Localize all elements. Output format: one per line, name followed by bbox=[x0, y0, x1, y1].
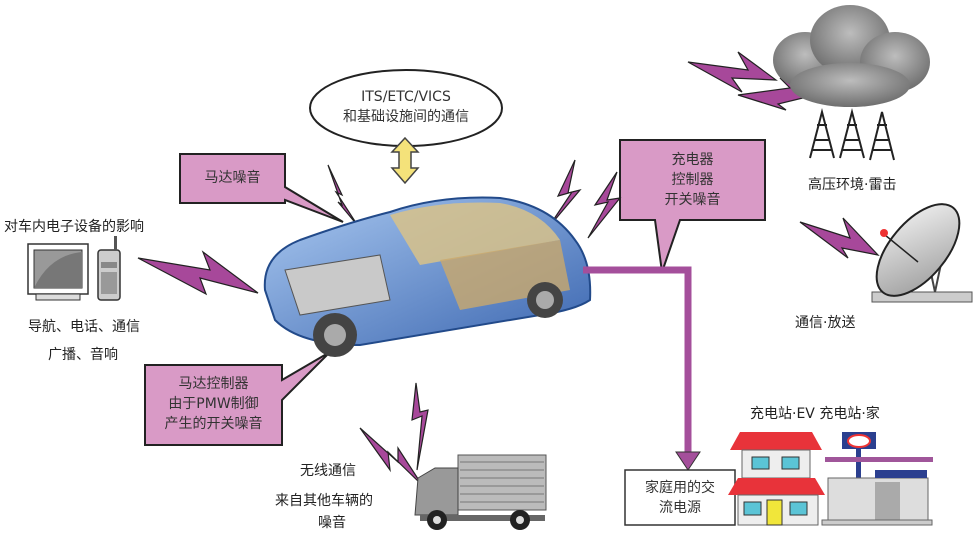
charger-line3: 开关噪音 bbox=[664, 192, 721, 208]
lightning-icon bbox=[687, 51, 778, 93]
motor-controller-label: 马达控制器 由于PMW制御 产生的开关噪音 bbox=[145, 374, 282, 434]
double-arrow-icon bbox=[390, 136, 420, 185]
lightning-icon bbox=[137, 250, 259, 296]
other-vehicles-line2: 噪音 bbox=[318, 515, 346, 531]
satellite-dish-icon bbox=[871, 203, 973, 303]
in-car-devices-title: 对车内电子设备的影响 bbox=[4, 219, 144, 235]
in-car-devices-line1: 导航、电话、通信 bbox=[28, 319, 140, 335]
charging-station-icon bbox=[821, 432, 933, 526]
wireless-label: 无线通信 bbox=[300, 463, 356, 479]
charger-line2: 控制器 bbox=[671, 172, 714, 188]
charger-line1: 充电器 bbox=[671, 152, 714, 168]
home-ac-label: 家庭用的交 流电源 bbox=[625, 478, 735, 518]
motor-controller-line1: 马达控制器 bbox=[178, 376, 249, 392]
motor-controller-callout bbox=[144, 351, 331, 446]
motor-noise-label: 马达噪音 bbox=[204, 170, 261, 186]
lightning-icon bbox=[359, 427, 423, 486]
arrow-head-icon bbox=[675, 451, 701, 471]
motor-controller-line2: 由于PMW制御 bbox=[168, 396, 259, 412]
stations-label: 充电站·EV 充电站·家 bbox=[750, 406, 880, 422]
charger-noise-label: 充电器 控制器 开关噪音 bbox=[620, 150, 765, 210]
power-tower-icons bbox=[809, 108, 895, 161]
house-icon bbox=[728, 432, 825, 526]
lightning-icon bbox=[587, 171, 622, 239]
its-communication-label: ITS/ETC/VICS 和基础设施间的通信 bbox=[312, 87, 500, 127]
broadcast-label: 通信·放送 bbox=[795, 315, 856, 331]
lightning-icon bbox=[411, 382, 429, 471]
mobile-phone-icon bbox=[97, 236, 121, 301]
in-car-devices-line2: 广播、音响 bbox=[48, 347, 118, 363]
electric-car-illustration bbox=[263, 196, 592, 357]
high-voltage-label: 高压环境·雷击 bbox=[808, 177, 897, 193]
home-ac-line2: 流电源 bbox=[659, 500, 701, 516]
its-label-line2: 和基础设施间的通信 bbox=[343, 109, 469, 125]
monitor-icon bbox=[27, 243, 89, 301]
truck-icon bbox=[414, 454, 547, 530]
its-label-line1: ITS/ETC/VICS bbox=[361, 89, 451, 105]
home-ac-line1: 家庭用的交 bbox=[645, 480, 715, 496]
motor-controller-line3: 产生的开关噪音 bbox=[164, 416, 263, 432]
storm-cloud-icon bbox=[773, 5, 930, 107]
power-line-arrow bbox=[583, 266, 692, 455]
lightning-bolts bbox=[137, 51, 880, 486]
home-ac-box bbox=[624, 469, 736, 526]
motor-noise-callout bbox=[179, 153, 344, 223]
charger-callout bbox=[619, 139, 766, 273]
other-vehicles-line1: 来自其他车辆的 bbox=[275, 493, 373, 509]
lightning-icon bbox=[799, 217, 880, 259]
